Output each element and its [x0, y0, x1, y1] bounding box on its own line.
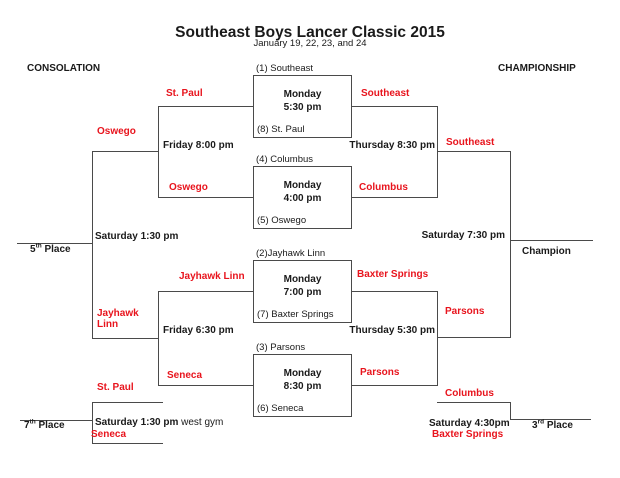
bracket-line: [158, 291, 159, 386]
bracket-line: [510, 151, 511, 338]
seed-top-label: (2)Jayhawk Linn: [256, 248, 326, 259]
seed-top-label: (3) Parsons: [256, 342, 306, 353]
bracket-line: [92, 443, 163, 444]
champion-label: Champion: [522, 246, 571, 257]
bracket-line: [158, 291, 254, 292]
team-jayhawk-linn-to-5th: Jayhawk Linn: [97, 308, 139, 330]
bracket-line: [17, 243, 92, 244]
game-saturday-430pm-3rd: Saturday 4:30pm: [429, 418, 510, 429]
seed-bottom-label: (8) St. Paul: [257, 124, 305, 135]
team-oswego-to-friday-8: Oswego: [169, 182, 208, 193]
bracket-line: [352, 197, 438, 198]
bracket-line: [158, 197, 254, 198]
game-friday-630pm: Friday 6:30 pm: [163, 325, 234, 336]
place-word: Place: [35, 420, 65, 431]
third-place-label: 3rd Place: [532, 418, 573, 432]
team-seneca-to-7th: Seneca: [91, 429, 127, 440]
game-friday-8pm: Friday 8:00 pm: [163, 140, 234, 151]
game-hour: 4:00 pm: [283, 193, 322, 204]
bracket-line: [437, 291, 438, 386]
game-time-label: Monday 4:00 pm: [254, 179, 351, 205]
team-parsons-to-thursday-530: Parsons: [360, 367, 400, 378]
game-saturday-730pm-final: Saturday 7:30 pm: [421, 230, 505, 241]
team-seneca-to-friday-630: Seneca: [167, 370, 203, 381]
place-number: 7: [24, 420, 30, 431]
place-ordinal-suffix: th: [29, 418, 36, 426]
seed-bottom-label: (5) Oswego: [257, 215, 307, 226]
game-time-bold: Saturday 1:30 pm: [95, 417, 179, 428]
seventh-place-game-time: Saturday 1:30 pm west gym: [95, 417, 223, 428]
team-baxter-springs-to-3rd: Baxter Springs: [432, 429, 504, 440]
bracket-line: [92, 402, 93, 444]
bracket-line: [92, 338, 158, 339]
team-baxter-springs-to-thursday-530: Baxter Springs: [357, 269, 429, 280]
place-number: 3: [532, 420, 538, 431]
team-southeast-to-thursday-830: Southeast: [361, 88, 410, 99]
team-columbus-to-3rd: Columbus: [445, 388, 494, 399]
game-box-monday-700: (2)Jayhawk Linn Monday 7:00 pm (7) Baxter…: [253, 248, 352, 323]
game-box-monday-830: (3) Parsons Monday 8:30 pm (6) Seneca: [253, 342, 352, 417]
fifth-place-label: 5th Place: [30, 242, 71, 256]
bracket-line: [352, 385, 438, 386]
seed-bottom-label: (6) Seneca: [257, 403, 304, 414]
game-time-label: Monday 5:30 pm: [254, 88, 351, 114]
game-day: Monday: [283, 274, 322, 285]
bracket-line: [158, 385, 254, 386]
seed-bottom-label: (7) Baxter Springs: [257, 309, 334, 320]
team-columbus-to-thursday-830: Columbus: [359, 182, 408, 193]
bracket-line: [437, 402, 511, 403]
game-hour: 5:30 pm: [283, 102, 322, 113]
place-number: 5: [30, 244, 36, 255]
game-box-monday-400: (4) Columbus Monday 4:00 pm (5) Oswego: [253, 154, 352, 229]
game-hour: 7:00 pm: [283, 287, 322, 298]
team-parsons-to-final: Parsons: [445, 306, 485, 317]
bracket-line: [510, 419, 591, 420]
bracket-line: [20, 420, 92, 421]
team-oswego-to-5th: Oswego: [97, 126, 136, 137]
bracket-line: [158, 106, 159, 198]
seed-top-label: (1) Southeast: [256, 63, 314, 74]
team-st-paul-to-7th: St. Paul: [97, 382, 134, 393]
game-time-label: Monday 8:30 pm: [254, 367, 351, 393]
bracket-line: [352, 291, 438, 292]
game-venue: west gym: [178, 417, 224, 428]
page-subtitle: January 19, 22, 23, and 24: [253, 38, 367, 49]
bracket-line: [437, 106, 438, 198]
game-saturday-130pm-5th: Saturday 1:30 pm: [95, 231, 179, 242]
bracket-line: [92, 151, 158, 152]
game-box-monday-530: (1) Southeast Monday 5:30 pm (8) St. Paul: [253, 63, 352, 138]
seed-top-label: (4) Columbus: [256, 154, 314, 165]
game-thursday-830pm: Thursday 8:30 pm: [349, 140, 435, 151]
game-time-label: Monday 7:00 pm: [254, 273, 351, 299]
place-word: Place: [41, 244, 71, 255]
seventh-place-label: 7th Place: [24, 418, 65, 432]
game-day: Monday: [283, 368, 322, 379]
consolation-header: CONSOLATION: [27, 63, 101, 74]
game-day: Monday: [283, 180, 322, 191]
bracket-line: [92, 402, 163, 403]
game-thursday-530pm: Thursday 5:30 pm: [349, 325, 435, 336]
game-hour: 8:30 pm: [283, 381, 322, 392]
team-southeast-to-final: Southeast: [446, 137, 495, 148]
bracket-line: [437, 151, 510, 152]
place-ordinal-suffix: th: [35, 242, 42, 250]
bracket-line: [352, 106, 438, 107]
game-day: Monday: [283, 89, 322, 100]
bracket-line: [437, 337, 510, 338]
bracket-line: [158, 106, 254, 107]
place-word: Place: [544, 420, 573, 431]
championship-header: CHAMPIONSHIP: [498, 63, 576, 74]
bracket-line: [510, 240, 593, 241]
bracket-line: [510, 402, 511, 420]
team-jayhawk-linn-to-friday-630: Jayhawk Linn: [179, 271, 245, 282]
bracket-line: [92, 151, 93, 339]
team-st-paul-to-friday-8: St. Paul: [166, 88, 203, 99]
page-title: Southeast Boys Lancer Classic 2015: [175, 24, 445, 41]
place-ordinal-suffix: rd: [537, 418, 545, 426]
